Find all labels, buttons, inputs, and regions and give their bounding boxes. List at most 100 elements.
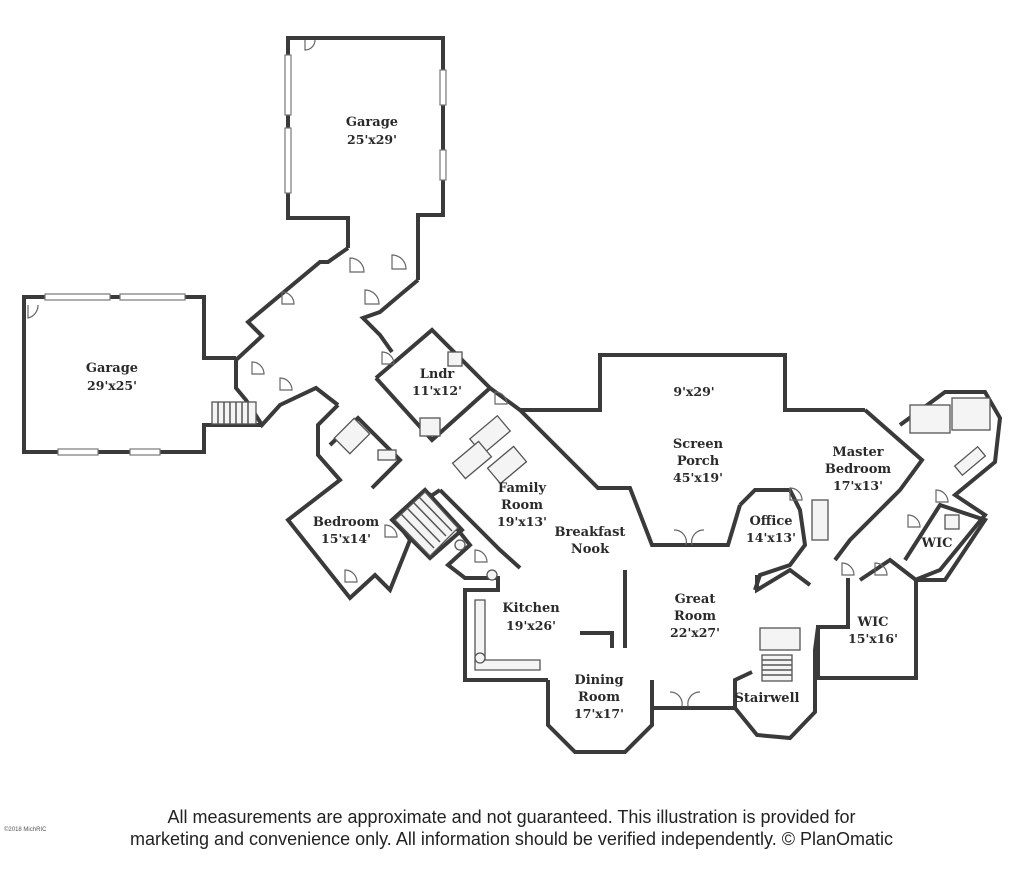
room-dimensions: 45'x19' (673, 470, 723, 485)
sink (474, 652, 486, 664)
stairwell-walls (733, 626, 820, 741)
kitchen-inner (438, 488, 522, 570)
disclaimer-line-2: marketing and convenience only. All info… (129, 829, 894, 849)
room-name: Dining (574, 673, 623, 688)
room-name: Family (498, 481, 547, 496)
room-name: Screen (673, 437, 724, 452)
stairs-stairwell (761, 654, 793, 682)
family-room-walls (488, 353, 865, 412)
master-walls (833, 408, 925, 562)
great-room-walls (652, 670, 753, 710)
connector-walls-east (359, 278, 420, 354)
stairs-central (394, 491, 459, 557)
room-dimensions: 15'x14' (321, 531, 371, 546)
door-swing (349, 257, 365, 273)
copyright-mark: ©2018 MichRIC (4, 827, 47, 833)
door-swing (494, 391, 508, 405)
dining-walls (546, 680, 654, 754)
door-swing (381, 351, 395, 365)
garage-door (44, 293, 111, 301)
door-swing (841, 562, 855, 576)
garage-door (129, 448, 161, 456)
office-walls (738, 488, 808, 591)
room-name: Stairwell (735, 691, 800, 706)
door-swing (874, 562, 888, 576)
room-dimensions: 11'x12' (412, 383, 462, 398)
room-name: Breakfast (555, 525, 626, 540)
room-name: WIC (856, 615, 888, 630)
room-name: WIC (920, 536, 952, 551)
room-name: Room (674, 609, 716, 624)
door-swing (304, 39, 316, 51)
garage-door (284, 127, 292, 194)
disclaimer-line-1: All measurements are approximate and not… (167, 807, 856, 827)
room-dimensions: 29'x25' (87, 378, 137, 393)
vanity (953, 445, 987, 477)
room-name: Porch (677, 454, 720, 469)
walls (22, 36, 1003, 754)
range (486, 569, 498, 581)
room-dimensions: 15'x16' (848, 631, 898, 646)
great-room-partition (580, 567, 812, 648)
door-swing (281, 291, 295, 305)
closet-shelving (451, 440, 493, 480)
room-name: Garage (346, 115, 398, 130)
door-swing (789, 487, 803, 501)
garage-west-walls (22, 295, 262, 454)
room-dimensions: 25'x29' (347, 132, 397, 147)
wic-lower-walls (816, 557, 918, 680)
room-dimensions: 19'x13' (497, 514, 547, 529)
garage-north-walls (286, 36, 445, 280)
door-swing (27, 304, 39, 319)
room-name: Nook (571, 542, 610, 557)
garage-door (284, 54, 292, 116)
laundry-counter (419, 417, 441, 437)
room-name: Office (749, 514, 792, 529)
stair-core-walls (389, 487, 465, 561)
door-swing (344, 569, 358, 583)
fireplace (811, 499, 829, 541)
door-swing (251, 361, 265, 375)
door-swing (673, 529, 705, 546)
laundry-machine (447, 351, 463, 367)
garage-door (439, 149, 447, 181)
bath-walls (898, 390, 1003, 582)
garage-door (119, 293, 186, 301)
doors (27, 39, 949, 707)
closet-shelving (486, 445, 528, 485)
room-dimensions: 19'x26' (506, 618, 556, 633)
room-name: Master (832, 445, 883, 460)
connector-walls (234, 246, 350, 429)
room-name: Garage (86, 361, 138, 376)
room-name: Great (675, 592, 716, 607)
windows (44, 54, 447, 456)
vanity (377, 449, 397, 461)
stairs-entry (211, 401, 257, 425)
door-swing (474, 549, 488, 563)
room-name: Lndr (420, 367, 455, 382)
door-swing (364, 289, 380, 305)
room-dimensions: 17'x13' (833, 478, 883, 493)
room-dimensions: 17'x17' (574, 706, 624, 721)
door-swing (935, 489, 949, 503)
toilet (944, 514, 960, 530)
sink (454, 539, 466, 551)
vanity (759, 627, 801, 651)
bathtub (909, 404, 951, 434)
room-dimensions: 9'x29' (673, 384, 714, 399)
room-name: Room (501, 498, 543, 513)
garage-door (439, 69, 447, 106)
fixtures (211, 351, 991, 682)
door-swing (907, 514, 921, 528)
family-inner-walls (518, 408, 742, 547)
room-dimensions: 14'x13' (746, 530, 796, 545)
door-swing (384, 524, 398, 538)
door-swing (279, 377, 293, 391)
room-dimensions: 22'x27' (670, 625, 720, 640)
room-name: Bedroom (313, 515, 380, 530)
door-swing (669, 691, 701, 707)
wic-upper-walls (903, 502, 989, 582)
room-name: Bedroom (825, 462, 892, 477)
door-swing (391, 254, 407, 270)
